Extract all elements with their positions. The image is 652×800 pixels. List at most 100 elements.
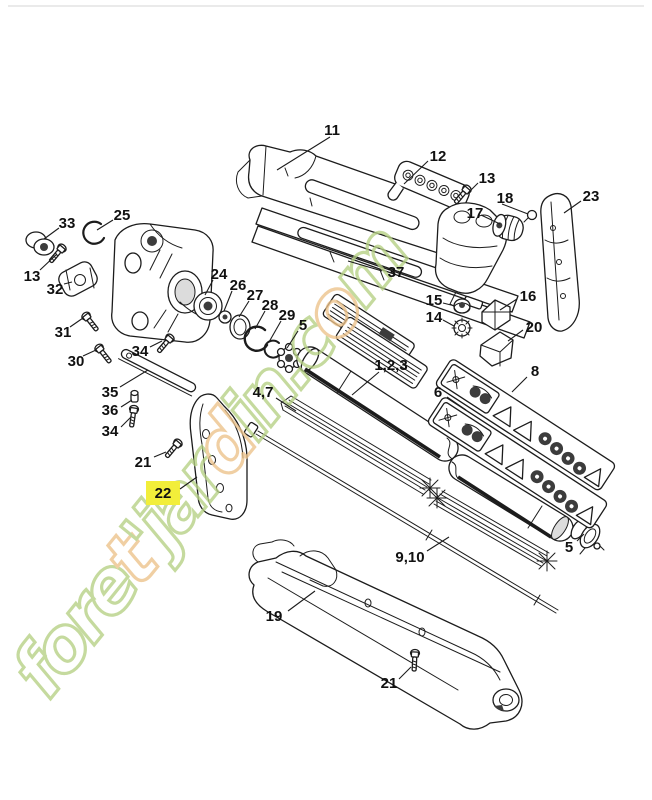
part-label-4-7: 4,7 [253, 384, 297, 412]
svg-text:30: 30 [68, 353, 85, 370]
svg-text:34: 34 [132, 343, 149, 360]
screw-30 [92, 341, 115, 366]
part-32-buffer [58, 261, 98, 297]
svg-text:37: 37 [388, 264, 405, 281]
svg-text:19: 19 [266, 608, 283, 625]
part-33-bushing [25, 231, 55, 256]
part-label-17: 17 [467, 205, 501, 225]
svg-text:5: 5 [299, 317, 307, 334]
part-15-nut [453, 298, 471, 314]
part-9-10-rod [243, 421, 559, 614]
part-25-snap-ring [82, 220, 106, 245]
part-label-13-top: 13 [467, 170, 495, 194]
svg-text:18: 18 [497, 190, 514, 207]
svg-text:8: 8 [531, 363, 539, 380]
part-5-clamp [570, 517, 605, 555]
part-24-bearing [193, 291, 223, 321]
part-22-guard-plate [189, 393, 248, 520]
part-label-1-2-3: 1,2,3 [351, 357, 408, 396]
ribbed-label-plates [322, 293, 428, 389]
part-28-snap-ring [243, 325, 269, 352]
part-label-20: 20 [507, 319, 542, 342]
part-label-12: 12 [403, 148, 447, 185]
part-14-star-washer [451, 317, 473, 339]
part-label-32: 32 [47, 281, 73, 298]
main-bracket-housing [111, 222, 214, 343]
svg-text:14: 14 [426, 309, 443, 326]
part-29-ring [263, 339, 281, 359]
svg-text:11: 11 [324, 122, 340, 139]
part-18-pin [523, 209, 538, 223]
part-label-15: 15 [426, 292, 456, 309]
screw-34-lower [126, 404, 140, 429]
svg-text:32: 32 [47, 281, 64, 298]
part-label-11: 11 [276, 122, 340, 171]
svg-text:22[interactable]: 22 [155, 485, 172, 502]
part-23-cover [540, 192, 580, 332]
part-label-16: 16 [499, 288, 537, 311]
part-27-ring [229, 314, 251, 340]
part-label-34-lower: 34 [102, 416, 132, 440]
svg-text:21: 21 [135, 454, 152, 471]
part-label-31: 31 [55, 317, 84, 341]
svg-text:26: 26 [230, 277, 247, 294]
part-label-33: 33 [43, 215, 76, 240]
svg-text:15: 15 [426, 292, 443, 309]
part-19-lower-housing [248, 539, 523, 730]
svg-text:5: 5 [565, 539, 573, 556]
svg-text:12: 12 [430, 148, 447, 165]
svg-text:23: 23 [583, 188, 600, 205]
svg-text:21: 21 [381, 675, 398, 692]
svg-text:36: 36 [102, 402, 119, 419]
part-label-23: 23 [563, 188, 600, 214]
part-labels: 11 12 13 18 17 23 33 25 13 32 24 26 27 2… [24, 122, 600, 692]
screw-31 [79, 309, 102, 334]
svg-text:35: 35 [102, 384, 119, 401]
part-36-plug [130, 389, 139, 403]
svg-text:13: 13 [24, 268, 41, 285]
svg-text:33: 33 [59, 215, 76, 232]
part-label-37: 37 [347, 260, 405, 281]
part-label-24: 24 [204, 266, 228, 296]
svg-text:9,10: 9,10 [395, 549, 424, 566]
part-label-35: 35 [102, 369, 149, 401]
part-label-18: 18 [497, 190, 529, 215]
part-26-washer [218, 310, 232, 324]
svg-text:6: 6 [434, 384, 442, 401]
part-label-30: 30 [68, 349, 97, 370]
svg-text:28: 28 [262, 297, 279, 314]
svg-text:25: 25 [114, 207, 131, 224]
part-label-36: 36 [102, 399, 133, 419]
part-label-27: 27 [238, 287, 264, 318]
part-20-wedge [479, 331, 514, 367]
svg-text:27: 27 [247, 287, 264, 304]
part-35-bar [118, 348, 197, 397]
part-label-8: 8 [511, 363, 539, 393]
part-label-34-upper: 34 [132, 340, 163, 360]
svg-text:34: 34 [102, 423, 119, 440]
svg-text:17: 17 [467, 205, 484, 222]
part-label-5: 5 [286, 317, 307, 349]
part-label-28: 28 [254, 297, 279, 330]
highlight-box[interactable] [146, 481, 180, 505]
engine-end-casting [434, 202, 508, 311]
part-label-21-bottom: 21 [381, 666, 412, 692]
part-label-14: 14 [426, 309, 455, 327]
svg-text:31: 31 [55, 324, 72, 341]
part-label-26: 26 [223, 277, 247, 312]
part-label-5-right: 5 [565, 533, 585, 556]
part-label-25: 25 [96, 207, 131, 231]
part-1-2-3-drive-tube [296, 346, 574, 542]
part-17-plug [492, 213, 524, 242]
part-label-22-highlighted[interactable]: 22 [146, 476, 198, 505]
part-label-9-10: 9,10 [395, 536, 450, 566]
part-label-29: 29 [268, 307, 295, 343]
svg-text:16: 16 [520, 288, 537, 305]
part-label-6: 6 [434, 384, 467, 411]
part-label-19: 19 [266, 590, 316, 625]
svg-text:24: 24 [211, 266, 228, 283]
part-4-7-splined-shafts [280, 395, 558, 572]
svg-text:1,2,3: 1,2,3 [374, 357, 407, 374]
